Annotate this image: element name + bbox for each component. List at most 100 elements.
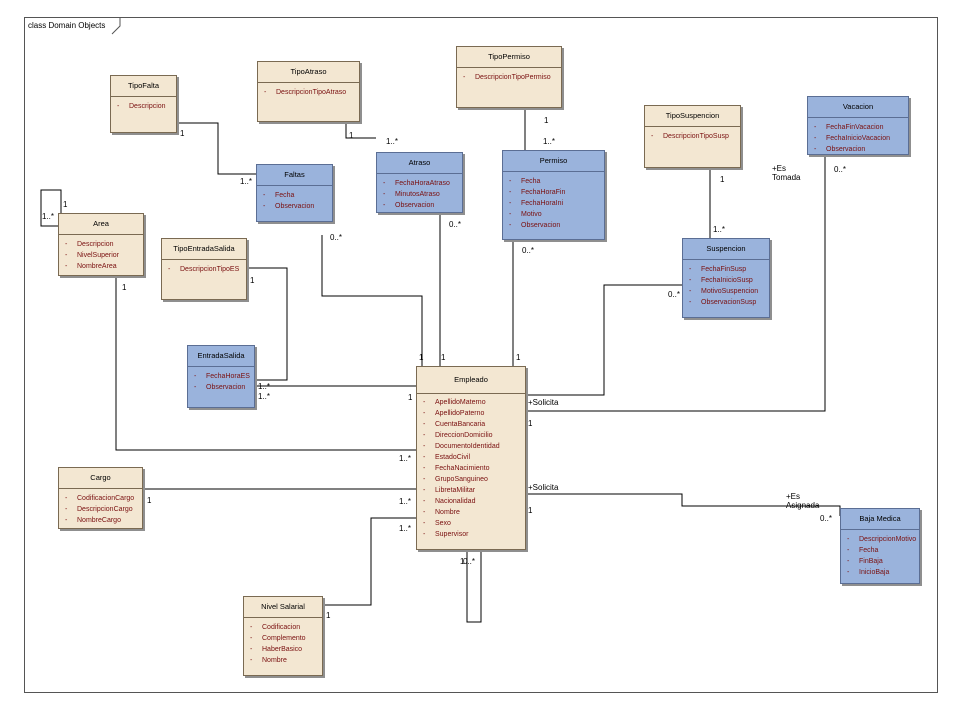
class-empleado-name: Empleado xyxy=(417,367,525,394)
multiplicity-label: 1..* xyxy=(399,497,412,506)
class-bajamedica[interactable]: Baja Medica DescripcionMotivo Fecha FinB… xyxy=(840,508,920,584)
class-tipopermiso[interactable]: TipoPermiso DescripcionTipoPermiso xyxy=(456,46,562,108)
multiplicity-label: 1 xyxy=(147,496,152,505)
role-label: +Es Tomada xyxy=(772,164,801,182)
attribute: ApellidoMaterno xyxy=(423,397,525,408)
class-vacacion[interactable]: Vacacion FechaFinVacacion FechaInicioVac… xyxy=(807,96,909,155)
class-area-name: Area xyxy=(59,214,143,235)
attribute: Nombre xyxy=(250,655,322,666)
attribute: Observacion xyxy=(263,201,332,212)
class-area[interactable]: Area Descripcion NivelSuperior NombreAre… xyxy=(58,213,144,276)
attribute: CodificacionCargo xyxy=(65,493,142,504)
class-permiso[interactable]: Permiso Fecha FechaHoraFin FechaHoraIni … xyxy=(502,150,605,240)
multiplicity-label: 1..* xyxy=(399,454,412,463)
attribute: DireccionDomicilio xyxy=(423,430,525,441)
class-bajamedica-name: Baja Medica xyxy=(841,509,919,530)
attribute: FechaFinVacacion xyxy=(814,122,908,133)
attribute: Nacionalidad xyxy=(423,496,525,507)
attribute: InicioBaja xyxy=(847,567,919,578)
multiplicity-label: 1 xyxy=(419,353,424,362)
attribute: FechaHoraIni xyxy=(509,198,604,209)
class-atraso[interactable]: Atraso FechaHoraAtraso MinutosAtraso Obs… xyxy=(376,152,463,213)
multiplicity-label: 1..* xyxy=(42,212,55,221)
multiplicity-label: 1..* xyxy=(713,225,726,234)
multiplicity-label: 1 xyxy=(63,200,68,209)
class-atraso-name: Atraso xyxy=(377,153,462,174)
frame-title: class Domain Objects xyxy=(28,21,106,30)
attribute: MinutosAtraso xyxy=(383,189,462,200)
multiplicity-label: 0..* xyxy=(330,233,343,242)
attribute: DescripcionTipoAtraso xyxy=(264,87,359,98)
attribute: Nombre xyxy=(423,507,525,518)
attribute: FechaFinSusp xyxy=(689,264,769,275)
class-suspencion[interactable]: Suspencion FechaFinSusp FechaInicioSusp … xyxy=(682,238,770,318)
attribute: Supervisor xyxy=(423,529,525,540)
multiplicity-label: 1..* xyxy=(240,177,253,186)
multiplicity-label: 1 xyxy=(408,393,413,402)
multiplicity-label: 0..* xyxy=(522,246,535,255)
class-tiposuspencion-name: TipoSuspencion xyxy=(645,106,740,127)
class-tipoentradasalida[interactable]: TipoEntradaSalida DescripcionTipoES xyxy=(161,238,247,300)
multiplicity-label: 1..* xyxy=(258,392,271,401)
attribute: FechaInicioVacacion xyxy=(814,133,908,144)
suspencion-empleado-line xyxy=(526,284,682,396)
class-tipoatraso[interactable]: TipoAtraso DescripcionTipoAtraso xyxy=(257,61,360,122)
frame-title-tab xyxy=(24,17,121,35)
class-faltas[interactable]: Faltas Fecha Observacion xyxy=(256,164,333,222)
class-tiposuspencion[interactable]: TipoSuspencion DescripcionTipoSusp xyxy=(644,105,741,168)
attribute: NombreCargo xyxy=(65,515,142,526)
attribute: Observacion xyxy=(383,200,462,211)
role-label: +Solicita xyxy=(528,398,559,407)
attribute: LibretaMilitar xyxy=(423,485,525,496)
attribute: Complemento xyxy=(250,633,322,644)
multiplicity-label: 1 xyxy=(349,131,354,140)
attribute: DescripcionCargo xyxy=(65,504,142,515)
attribute: DescripcionTipoES xyxy=(168,264,246,275)
class-entradasalida[interactable]: EntradaSalida FechaHoraES Observacion xyxy=(187,345,255,408)
attribute: HaberBasico xyxy=(250,644,322,655)
class-tipoentradasalida-name: TipoEntradaSalida xyxy=(162,239,246,260)
class-tipofalta[interactable]: TipoFalta Descripcion xyxy=(110,75,177,133)
multiplicity-label: 1 xyxy=(460,557,465,566)
attribute: EstadoCivil xyxy=(423,452,525,463)
class-tipopermiso-name: TipoPermiso xyxy=(457,47,561,68)
attribute: Observacion xyxy=(194,382,254,393)
multiplicity-label: 1 xyxy=(544,116,549,125)
class-tipofalta-name: TipoFalta xyxy=(111,76,176,97)
class-suspencion-name: Suspencion xyxy=(683,239,769,260)
vacacion-empleado-line xyxy=(526,153,826,412)
multiplicity-label: 0..* xyxy=(820,514,833,523)
attribute: FechaHoraAtraso xyxy=(383,178,462,189)
attribute: FinBaja xyxy=(847,556,919,567)
attribute: DocumentoIdentidad xyxy=(423,441,525,452)
diagram-frame xyxy=(24,17,938,693)
multiplicity-label: 1 xyxy=(250,276,255,285)
multiplicity-label: 1..* xyxy=(543,137,556,146)
class-cargo[interactable]: Cargo CodificacionCargo DescripcionCargo… xyxy=(58,467,143,529)
attribute: MotivoSuspencion xyxy=(689,286,769,297)
multiplicity-label: 0..* xyxy=(668,290,681,299)
area-empleado-line xyxy=(115,276,416,451)
role-label: +Es Asignada xyxy=(786,492,820,510)
attribute: Descripcion xyxy=(65,239,143,250)
attribute: ObservacionSusp xyxy=(689,297,769,308)
attribute: DescripcionMotivo xyxy=(847,534,919,545)
class-empleado[interactable]: Empleado ApellidoMaterno ApellidoPaterno… xyxy=(416,366,526,550)
role-label: +Solicita xyxy=(528,483,559,492)
area-self-association xyxy=(40,189,62,227)
class-permiso-name: Permiso xyxy=(503,151,604,172)
empleado-self-association xyxy=(466,552,482,623)
multiplicity-label: 1 xyxy=(720,175,725,184)
attribute: NombreArea xyxy=(65,261,143,272)
attribute: Fecha xyxy=(263,190,332,201)
multiplicity-label: 1 xyxy=(441,353,446,362)
attribute: Observacion xyxy=(814,144,908,155)
class-nivelsalarial[interactable]: Nivel Salarial Codificacion Complemento … xyxy=(243,596,323,676)
attribute: GrupoSanguineo xyxy=(423,474,525,485)
tipoes-entradasalida-line xyxy=(247,267,288,381)
faltas-empleado-line xyxy=(321,235,423,366)
attribute: Observacion xyxy=(509,220,604,231)
multiplicity-label: 1 xyxy=(326,611,331,620)
attribute: Motivo xyxy=(509,209,604,220)
attribute: CuentaBancaria xyxy=(423,419,525,430)
